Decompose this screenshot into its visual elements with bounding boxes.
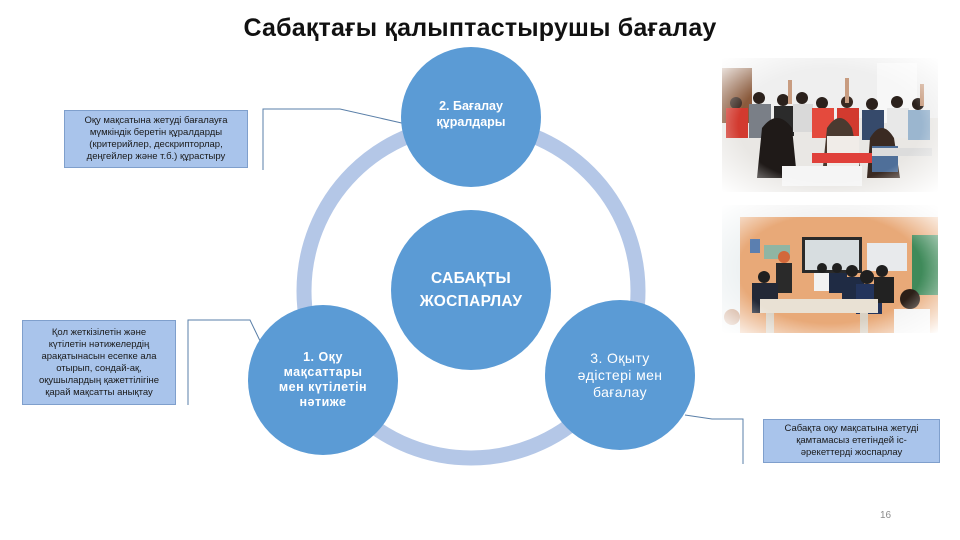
students-raising-hands-photo — [722, 58, 938, 192]
note-learning-objectives: Қол жеткізілетін және күтілетін нәтижеле… — [22, 320, 176, 405]
connector-right — [684, 414, 744, 464]
connector-left — [187, 319, 263, 405]
page-number: 16 — [880, 510, 892, 521]
connector-top-left — [262, 108, 407, 170]
node-1-label: 1. Оқу мақсаттары мен күтілетін нәтиже — [278, 350, 368, 409]
node-learning-objectives: 1. Оқу мақсаттары мен күтілетін нәтиже — [248, 305, 398, 455]
center-node-label: САБАҚТЫ ЖОСПАРЛАУ — [419, 270, 523, 310]
node-2-label: 2. Бағалау құралдары — [436, 99, 506, 129]
node-assessment-tools: 2. Бағалау құралдары — [401, 47, 541, 187]
note-teaching-methods: Сабақта оқу мақсатына жетуді қамтамасыз … — [763, 419, 940, 463]
note-teaching-methods-text: Сабақта оқу мақсатына жетуді қамтамасыз … — [784, 423, 919, 458]
note-learning-objectives-text: Қол жеткізілетін және күтілетін нәтижеле… — [38, 326, 160, 398]
node-teaching-methods: 3. Оқыту әдістері мен бағалау — [545, 300, 695, 450]
node-3-label: 3. Оқыту әдістері мен бағалау — [577, 349, 663, 400]
classroom-group-work-photo — [722, 205, 938, 333]
note-assessment-tools-text: Оқу мақсатына жетуді бағалауға мүмкіндік… — [84, 115, 228, 162]
note-assessment-tools: Оқу мақсатына жетуді бағалауға мүмкіндік… — [64, 110, 248, 168]
center-node-lesson-planning: САБАҚТЫ ЖОСПАРЛАУ — [391, 210, 551, 370]
slide-title: Сабақтағы қалыптастырушы бағалау — [243, 14, 717, 42]
